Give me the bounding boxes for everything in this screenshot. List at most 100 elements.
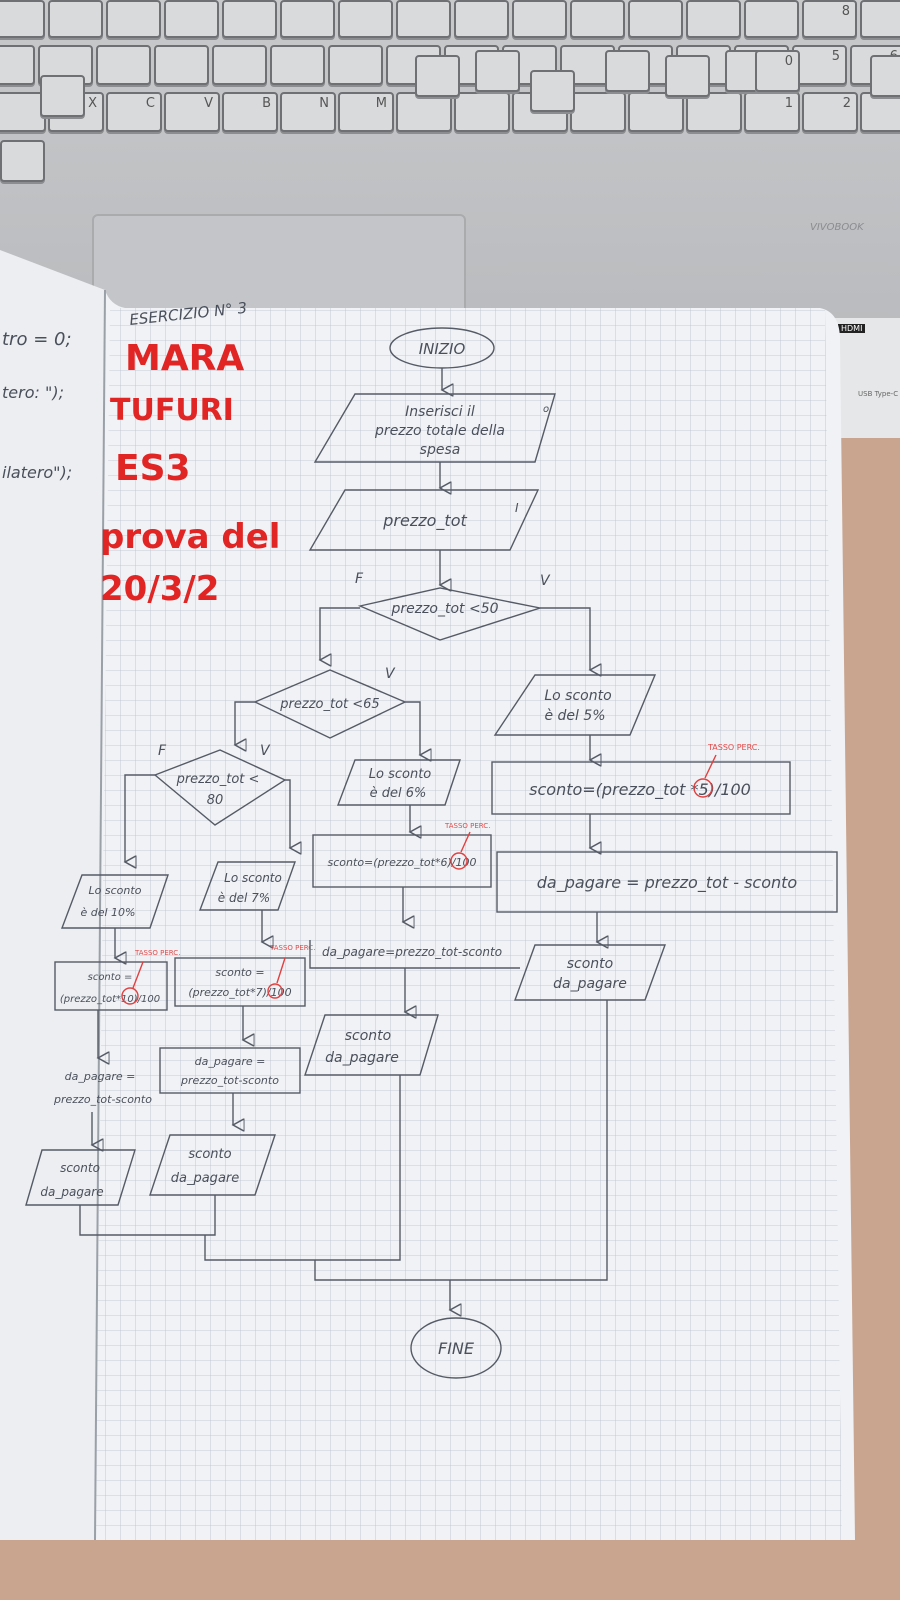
keyboard-key: 0 [755, 50, 800, 92]
keyboard-key [222, 0, 277, 38]
keyboard-key: 8 [802, 0, 857, 38]
keyboard-key [415, 55, 460, 97]
pay-5-box [496, 851, 838, 913]
keyboard-key [396, 0, 451, 38]
output-6-line-1: Lo sconto [369, 767, 432, 782]
show-7-line-2: da_pagare [171, 1171, 240, 1186]
author-line-3: ES3 [115, 448, 191, 489]
keyboard-key: N [280, 92, 336, 132]
keyboard-key [0, 140, 45, 182]
calc-10-note: TASSO PERC. [134, 949, 180, 957]
keyboard-key: V [164, 92, 220, 132]
keyboard-key [96, 45, 151, 85]
input-prompt-line-2: prezzo totale della [374, 423, 505, 439]
notebook-page: tro = 0; tero: "); ilatero"); ESERCIZIO … [0, 250, 870, 1540]
keyboard-key: 5 [792, 45, 847, 85]
date-line-1: prova del [100, 517, 280, 557]
calc-10-line-2: (prezzo_tot*10)/100 [60, 994, 160, 1005]
left-fragment-2: tero: "); [2, 383, 64, 402]
decision-3-true: V [260, 743, 271, 759]
pay-7-line-2: prezzo_tot-sconto [180, 1074, 279, 1087]
pay-5-label: da_pagare = prezzo_tot - sconto [537, 873, 798, 893]
keyboard-key [454, 92, 510, 132]
output-5-shape [493, 674, 657, 736]
output-5-line-1: Lo sconto [544, 688, 611, 704]
show-6-shape [304, 1014, 439, 1076]
keyboard-key [280, 0, 335, 38]
show-10-shape [25, 1149, 136, 1206]
decision-3-false: F [158, 743, 167, 759]
keyboard-key [686, 92, 742, 132]
input-prompt-shape [313, 393, 556, 463]
left-page [0, 250, 105, 1540]
show-7-line-1: sconto [188, 1147, 231, 1162]
calc-5-note: TASSO PERC. [707, 743, 760, 752]
keyboard-key [164, 0, 219, 38]
keyboard-key [605, 50, 650, 92]
output-7-line-2: è del 7% [218, 891, 270, 905]
laptop-brand: VIVOBOOK [810, 222, 864, 233]
output-7-line-1: Lo sconto [224, 871, 282, 885]
keyboard-key [530, 70, 575, 112]
calc-7-line-1: sconto = [215, 966, 264, 979]
output-10-line-2: è del 10% [80, 906, 135, 919]
notebook-paper: tro = 0; tero: "); ilatero"); ESERCIZIO … [0, 250, 855, 1540]
calc-6-note: TASSO PERC. [444, 822, 490, 830]
keyboard-key [0, 92, 46, 132]
pay-10-line-1: da_pagare = [65, 1070, 136, 1083]
pay-7-box [159, 1047, 301, 1094]
keyboard-key [0, 45, 35, 85]
show-5-line-2: da_pagare [553, 976, 627, 992]
calc-7-note: TASSO PERC. [269, 944, 315, 952]
decision-2-true: V [385, 666, 396, 682]
keyboard-key: M [338, 92, 394, 132]
input-prompt-line-3: spesa [420, 442, 461, 458]
calc-10-line-1: sconto = [88, 972, 133, 983]
show-10-line-1: sconto [60, 1161, 100, 1175]
keyboard-key [106, 0, 161, 38]
calc-6-box [312, 834, 492, 888]
output-6-line-2: è del 6% [370, 786, 427, 801]
pay-6-label: da_pagare=prezzo_tot-sconto [322, 945, 502, 959]
output-7-shape [198, 861, 296, 911]
input-variable-shape [308, 489, 540, 551]
show-5-line-1: sconto [567, 956, 613, 972]
output-5-line-2: è del 5% [544, 708, 605, 724]
keyboard-key [40, 75, 85, 117]
show-10-line-2: da_pagare [40, 1185, 103, 1199]
usb-c-label: USB Type-C [858, 390, 899, 398]
end-terminal [410, 1317, 502, 1379]
keyboard-key [628, 0, 683, 38]
decision-3-line-2: 80 [207, 793, 224, 808]
keyboard-key [270, 45, 325, 85]
show-7-shape [149, 1134, 276, 1196]
keyboard-key [744, 0, 799, 38]
input-variable-label: prezzo_tot [382, 511, 467, 531]
decision-2-label: prezzo_tot <65 [279, 697, 379, 712]
output-10-line-1: Lo sconto [89, 884, 142, 897]
show-5-shape [514, 944, 666, 1001]
keyboard-key [212, 45, 267, 85]
show-6-line-2: da_pagare [325, 1050, 399, 1066]
date-line-2: 20/3/2 [100, 569, 219, 609]
end-label: FINE [438, 1339, 475, 1358]
keyboard-key [512, 0, 567, 38]
show-6-line-1: sconto [345, 1028, 391, 1044]
keyboard-key [338, 0, 393, 38]
keyboard-key [328, 45, 383, 85]
calc-7-line-2: (prezzo_tot*7)/100 [188, 986, 291, 999]
keyboard-key [686, 0, 741, 38]
keyboard-key: 2 [802, 92, 858, 132]
output-6-shape [336, 759, 461, 806]
input-prompt-line-1: Inserisci il [405, 404, 475, 420]
input-variable-mark: I [515, 501, 519, 515]
decision-1-label: prezzo_tot <50 [390, 601, 498, 617]
calc-7-box [174, 957, 306, 1007]
keyboard-key [154, 45, 209, 85]
laptop-side [835, 318, 900, 438]
keyboard-key [396, 92, 452, 132]
hdmi-label: HDMI [838, 324, 866, 333]
decision-1-true: V [540, 573, 551, 589]
keyboard-key [570, 0, 625, 38]
calc-5-label: sconto=(prezzo_tot *5)/100 [529, 780, 751, 800]
